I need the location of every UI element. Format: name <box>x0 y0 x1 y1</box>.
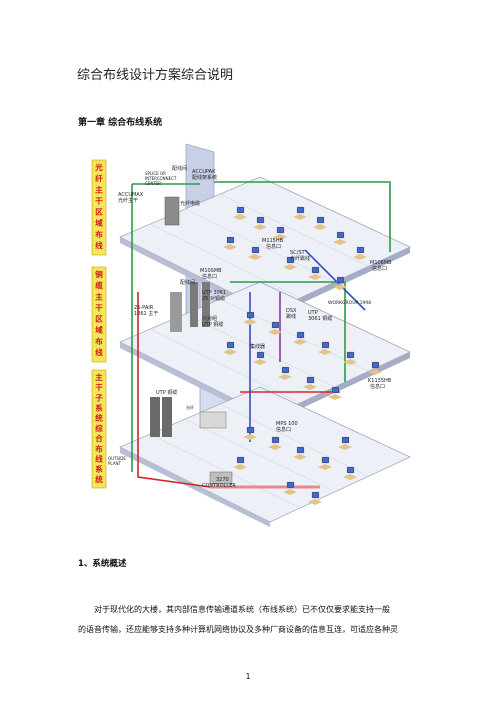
workstation-icon <box>233 206 247 220</box>
workstation-icon <box>318 456 332 470</box>
label-controller: CONTROLLER <box>202 483 236 489</box>
label-m10smb: M10SMB <box>200 268 222 274</box>
label-hub: 集线器 <box>250 343 265 350</box>
workstations <box>223 206 382 505</box>
workstation-icon <box>338 436 352 450</box>
workstation-icon <box>243 426 257 440</box>
workstation-icon <box>233 456 247 470</box>
workstation-icon <box>308 491 322 505</box>
label-utp-copper-cn: 3061 铜缆 <box>308 315 332 322</box>
label-splice-1: SPLICE OR <box>145 171 166 176</box>
building-illustration: 光纤主干区域布线 铜缆主干区域布线 主干子系统综合布线系统 <box>91 143 411 527</box>
cabling-system-diagram: 光纤主干区域布线 铜缆主干区域布线 主干子系统综合布线系统 <box>90 142 420 527</box>
body-paragraph: 对于现代化的大楼，其内部信息传输通道系统（布线系统）已不仅仅要求能支持一般 的语… <box>78 600 418 640</box>
workstation-icon <box>268 436 282 450</box>
workstation-icon <box>343 466 357 480</box>
workstation-icon <box>368 361 382 375</box>
label-m115hb-cn: 信息口 <box>266 243 281 250</box>
svg-text:光纤主干区域布线: 光纤主干区域布线 <box>94 162 103 250</box>
workstation-icon <box>253 216 267 230</box>
label-3270: 3270 <box>216 477 229 483</box>
label-dsx-cn: 跳线 <box>286 313 296 320</box>
floor-label-1: 主干子系统综合布线系统 <box>91 369 107 489</box>
label-accumax: ACCUMAX <box>118 192 144 198</box>
workstation-icon <box>343 351 357 365</box>
label-mps100-cn: 信息口 <box>276 426 291 433</box>
section-heading: 1、系统概述 <box>78 559 127 569</box>
workstation-icon <box>283 481 297 495</box>
svg-text:主干子系统综合布线系统: 主干子系统综合布线系统 <box>95 372 103 484</box>
label-splice-3: CENTER <box>145 181 161 186</box>
label-25pair: 25-PAIR <box>134 305 154 311</box>
workstation-icon <box>223 341 237 355</box>
label-accumax-cn: 光纤主干 <box>118 197 138 204</box>
workstation-icon <box>273 226 287 240</box>
workstation-icon <box>278 366 292 380</box>
workstation-icon <box>293 446 307 460</box>
paragraph-line-1: 对于现代化的大楼，其内部信息传输通道系统（布线系统）已不仅仅要求能支持一般 <box>94 605 390 614</box>
workstation-icon <box>318 341 332 355</box>
label-accupak-cn: 配线架系统 <box>192 174 217 181</box>
workstation-icon <box>293 331 307 345</box>
floor-label-2: 铜缆主干区域布线 <box>91 266 107 363</box>
label-scst-cn: 光纤跳线 <box>290 255 310 262</box>
label-utp-copper: UTP <box>308 310 318 316</box>
label-six-pair: 六对组 <box>202 315 217 322</box>
equipment-racks <box>150 196 233 485</box>
chapter-heading: 第一章 综合布线系统 <box>78 118 163 128</box>
label-m106mb: M106MB <box>370 260 392 266</box>
page-number: 1 <box>245 672 251 681</box>
label-k1135hb-cn: 信息口 <box>370 383 385 390</box>
label-distribution-room: 配线间 <box>172 165 187 172</box>
workstation-icon <box>333 276 347 290</box>
workstation-icon <box>248 246 262 260</box>
workstation-icon <box>333 231 347 245</box>
workstation-icon <box>223 236 237 250</box>
label-scst: SC/ST <box>290 250 306 256</box>
label-plant: PLANT <box>108 461 121 466</box>
workstation-icon <box>243 311 257 325</box>
label-six-pair-cn: UTP 铜缆 <box>202 321 223 328</box>
label-mps100: MPS 100 <box>276 421 298 427</box>
floor-label-3: 光纤主干区域布线 <box>91 159 107 256</box>
workstation-icon <box>313 216 327 230</box>
document-title: 综合布线设计方案综合说明 <box>77 68 234 83</box>
label-utp3061-cn: 25 对铜缆 <box>202 295 225 302</box>
floor-1 <box>119 386 411 527</box>
workstation-icon <box>328 386 342 400</box>
paragraph-line-2: 的语音传输，还应能够支持多种计算机网络协议及多种厂商设备的信息互连，可适应各种灵 <box>78 625 398 634</box>
label-accupak: ACCUPAK <box>192 169 216 175</box>
workstation-icon <box>308 266 322 280</box>
label-m10smb-cn: 信息口 <box>202 273 217 280</box>
workstation-icon <box>268 321 282 335</box>
label-k1135hb: K1135HB <box>368 378 392 384</box>
label-hub-fiber: 光纤 <box>186 404 194 410</box>
label-workgroup: WORKGROUP 1998 <box>328 300 371 306</box>
label-utp-cable: UTP 铜缆 <box>156 389 177 396</box>
label-outside: OUTSIDE <box>108 456 126 461</box>
svg-text:铜缆主干区域布线: 铜缆主干区域布线 <box>95 269 103 357</box>
label-splice-2: INTERCONNECT <box>145 176 177 181</box>
label-fiber-cable: 光纤电缆 <box>180 200 200 207</box>
workstation-icon <box>303 376 317 390</box>
workstation-icon <box>253 351 267 365</box>
label-m106mb-cn: 信息口 <box>372 265 387 272</box>
workstation-icon <box>283 256 297 270</box>
label-dsx: DSX <box>286 308 297 314</box>
label-distribution-room-2: 配线间 <box>180 279 195 286</box>
label-utp3061: UTP 3061 <box>202 290 226 296</box>
label-25pair-cn: 1061 主干 <box>134 310 158 317</box>
workstation-icon <box>293 206 307 220</box>
label-m115hb: M115HB <box>262 238 284 244</box>
workstation-icon <box>353 246 367 260</box>
